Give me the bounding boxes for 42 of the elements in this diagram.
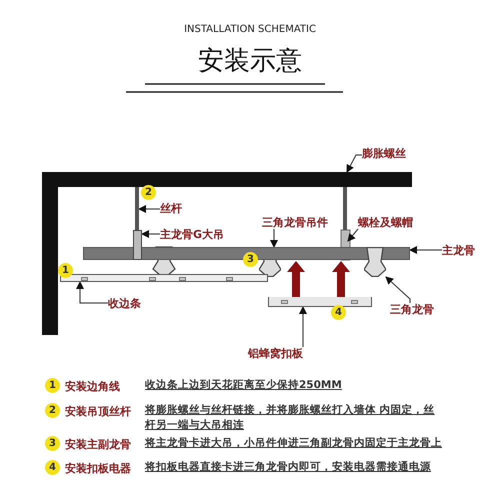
part-label: 膨胀螺丝	[362, 147, 406, 160]
leader-line	[409, 246, 442, 254]
callout-number: 4	[331, 305, 346, 320]
callout-number: 3	[243, 252, 258, 267]
part-label: 主龙骨G大吊	[160, 228, 224, 241]
step-description: 收边条上边到天花距离至少保持250MM	[145, 378, 343, 393]
part-label: 铝蜂窝扣板	[248, 347, 303, 360]
title: 安装示意	[197, 45, 303, 78]
part-label: 螺栓及螺帽	[358, 216, 413, 229]
part-label: 三角龙骨吊件	[262, 216, 328, 229]
step-title: 安装主副龙骨	[65, 437, 131, 452]
threaded-rod	[135, 187, 139, 230]
hanger-bracket	[133, 230, 142, 260]
leader-line	[138, 205, 160, 213]
block-arrow	[287, 261, 305, 297]
leader-line	[347, 228, 358, 242]
ceiling-panel	[268, 297, 372, 307]
leader-line	[76, 281, 108, 304]
part-label: 丝杆	[160, 202, 182, 215]
step-description: 将扣板电器直接卡进三角龙骨内即可，安装电器需接通电源	[145, 460, 432, 475]
callout-number: 1	[45, 378, 60, 393]
part-label: 三角龙骨	[390, 303, 434, 316]
block-arrow	[332, 261, 350, 297]
step-title: 安装扣板电器	[65, 461, 131, 476]
leader-line	[299, 306, 307, 348]
callout-number: 1	[58, 263, 73, 278]
step-description: 将主龙骨卡进大吊，小吊件伸进三角副龙骨内固定于主龙骨上	[145, 436, 443, 451]
edge-trim-strip	[60, 274, 268, 282]
leader-line	[141, 230, 160, 238]
part-label: 收边条	[108, 297, 141, 310]
callout-number: 4	[45, 460, 60, 475]
callout-number: 2	[141, 185, 156, 200]
leader-line	[385, 276, 410, 304]
leader-line	[346, 154, 362, 173]
leader-line	[270, 228, 278, 248]
step-title: 安装吊顶丝杆	[65, 404, 131, 419]
callout-number: 3	[45, 436, 60, 451]
callout-number: 2	[45, 403, 60, 418]
step-description: 将膨胀螺丝与丝杆链接，并将膨胀螺丝打入墙体 内固定，丝杆另一端与大吊相连	[145, 403, 436, 433]
step-title: 安装边角线	[65, 379, 120, 394]
part-label: 主龙骨	[442, 244, 475, 257]
subtitle: INSTALLATION SCHEMATIC	[183, 24, 317, 35]
